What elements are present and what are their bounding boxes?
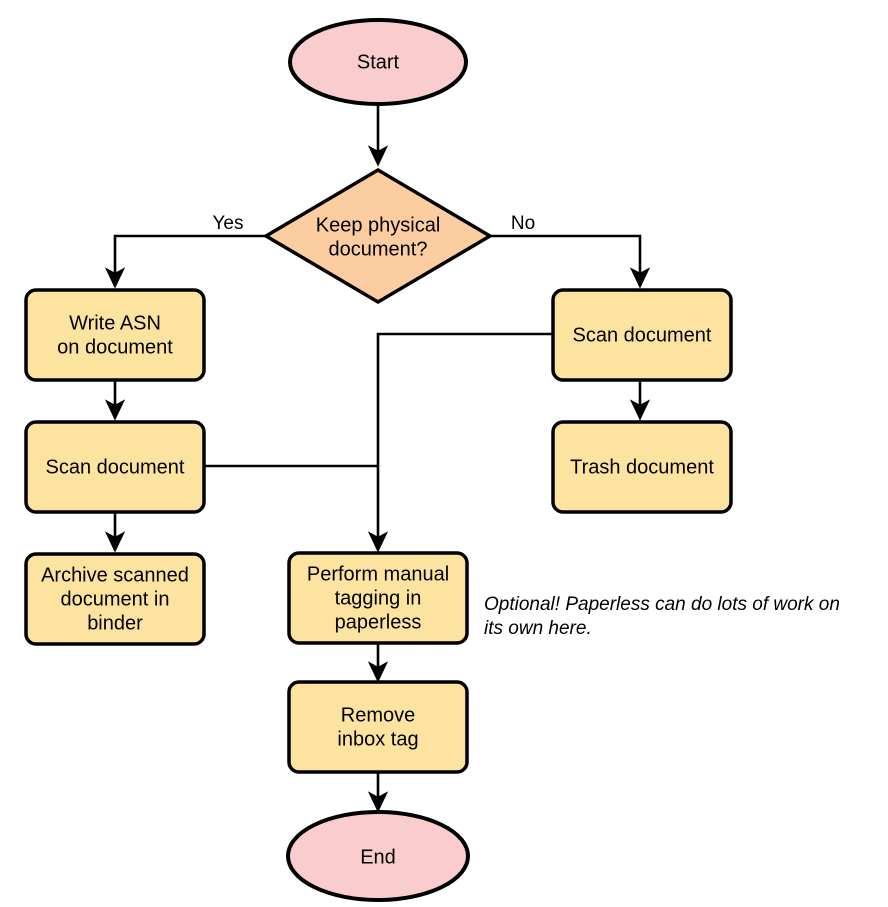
start-label: Start (357, 51, 400, 73)
archive-label-line1: Archive scanned (41, 564, 189, 586)
remove-inbox-label-line1: Remove (341, 704, 415, 726)
node-decision-keep-physical-document[interactable]: Keep physical document? (262, 167, 494, 305)
tagging-box (287, 551, 469, 645)
archive-label-line2: document in (61, 588, 170, 610)
decision-label-line1: Keep physical (316, 214, 441, 236)
node-start[interactable]: Start (288, 18, 468, 106)
write-asn-label-line2: on document (57, 336, 173, 358)
edge-decision-no-to-scan-right (490, 234, 651, 289)
edge-scan-right-to-tagging (367, 332, 553, 553)
edge-label-yes: Yes (213, 213, 244, 234)
node-trash-document[interactable]: Trash document (551, 420, 733, 514)
start-ellipse (288, 18, 468, 106)
end-ellipse (286, 810, 470, 902)
tagging-label-line2: tagging in (335, 587, 422, 609)
scan-document-right-box (551, 288, 733, 382)
node-remove-inbox-tag[interactable]: Remove inbox tag (287, 680, 469, 774)
tagging-label-line3: paperless (335, 611, 422, 633)
archive-box (24, 552, 206, 646)
decision-label-line2: document? (329, 238, 428, 260)
edge-decision-yes-to-write-asn (104, 234, 265, 289)
scan-document-left-box (24, 420, 206, 514)
trash-document-label: Trash document (570, 456, 714, 478)
write-asn-label-line1: Write ASN (69, 312, 161, 334)
annotation-optional-note: Optional! Paperless can do lots of work … (484, 594, 840, 639)
node-scan-document-right[interactable]: Scan document (551, 288, 733, 382)
node-archive-scanned-document[interactable]: Archive scanned document in binder (24, 552, 206, 646)
remove-inbox-label-line2: inbox tag (337, 728, 418, 750)
node-perform-manual-tagging[interactable]: Perform manual tagging in paperless (287, 551, 469, 645)
node-write-asn-on-document[interactable]: Write ASN on document (24, 288, 206, 382)
edge-label-no: No (511, 213, 535, 234)
decision-diamond (262, 167, 494, 305)
end-label: End (360, 846, 396, 868)
node-scan-document-left[interactable]: Scan document (24, 420, 206, 514)
scan-document-right-label: Scan document (573, 324, 712, 346)
tagging-label-line1: Perform manual (307, 563, 449, 585)
trash-document-box (551, 420, 733, 514)
optional-note-line2: its own here. (484, 618, 592, 639)
scan-document-left-label: Scan document (46, 456, 185, 478)
remove-inbox-box (287, 680, 469, 774)
archive-label-line3: binder (87, 612, 143, 634)
node-end[interactable]: End (286, 810, 470, 902)
optional-note-line1: Optional! Paperless can do lots of work … (484, 594, 840, 615)
write-asn-box (24, 288, 206, 382)
